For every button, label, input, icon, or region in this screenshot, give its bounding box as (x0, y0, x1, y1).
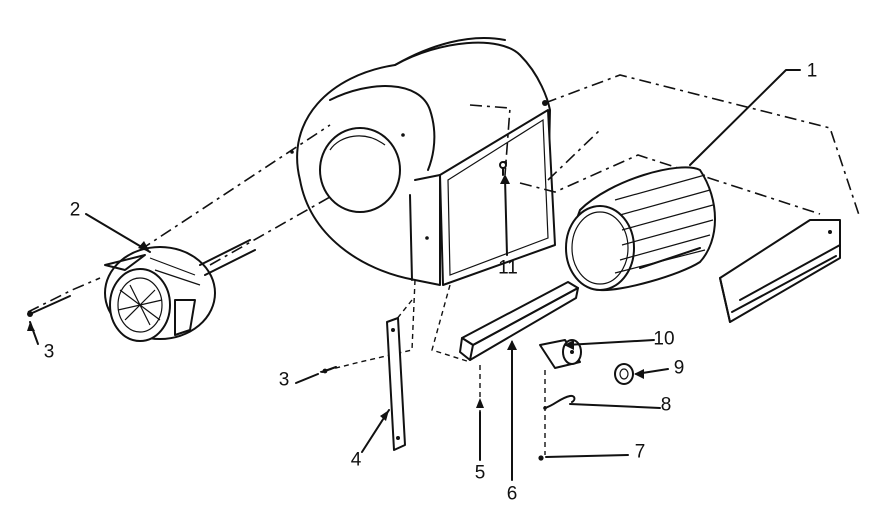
callout-4: 4 (350, 449, 362, 471)
mount-strap (386, 317, 406, 451)
collar (614, 363, 634, 385)
clip (543, 394, 576, 410)
callout-10: 10 (653, 328, 675, 350)
nut (538, 455, 544, 461)
callout-3-left: 3 (43, 341, 55, 363)
leader-lines (27, 69, 801, 481)
assembly-lines (27, 74, 861, 455)
cutoff-plate (719, 219, 841, 323)
bracket-bolt (476, 398, 484, 408)
callout-11: 11 (498, 257, 518, 279)
housing-screw (499, 161, 507, 176)
callout-6: 6 (506, 483, 518, 505)
motor-bolt (27, 295, 71, 317)
mount-bracket (459, 281, 579, 361)
callout-2: 2 (69, 199, 81, 221)
callout-9: 9 (673, 357, 685, 379)
callout-7: 7 (634, 441, 646, 463)
blower-housing (290, 37, 556, 286)
screw (321, 366, 337, 374)
callout-3-center: 3 (278, 369, 290, 391)
blower-wheel (565, 166, 716, 292)
motor (104, 239, 256, 342)
callout-8: 8 (660, 394, 672, 416)
callout-1: 1 (806, 60, 818, 82)
callout-5: 5 (474, 462, 486, 484)
